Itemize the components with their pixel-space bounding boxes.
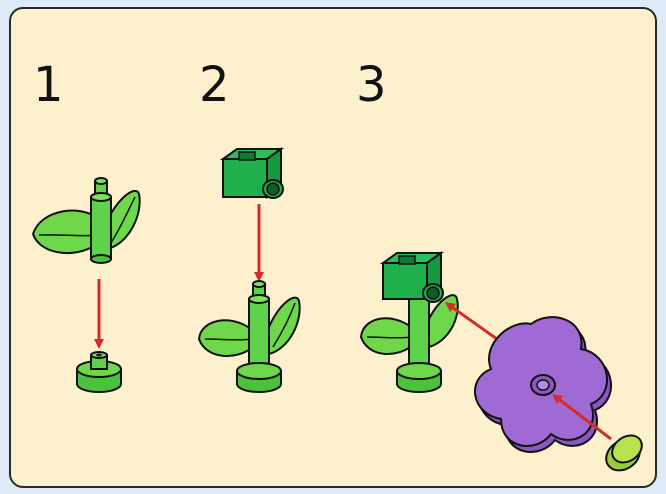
- assembly-illustration: [31, 147, 643, 472]
- step-3-stud-arrow: [552, 393, 612, 441]
- step-3-round-stud: [605, 434, 643, 472]
- instruction-panel: 1 2 3: [9, 7, 657, 488]
- step-2-block-piece: [219, 147, 285, 199]
- step-3-assembled-stem: [359, 251, 459, 393]
- step-1-base-piece: [76, 351, 122, 393]
- step-1-stem-piece: [31, 177, 141, 264]
- step-3-number: 3: [356, 57, 387, 113]
- step-1-number: 1: [33, 57, 64, 113]
- step-2-assembled-stem: [197, 280, 301, 393]
- step-2-number: 2: [199, 57, 230, 113]
- step-3-flower-piece: [474, 316, 612, 453]
